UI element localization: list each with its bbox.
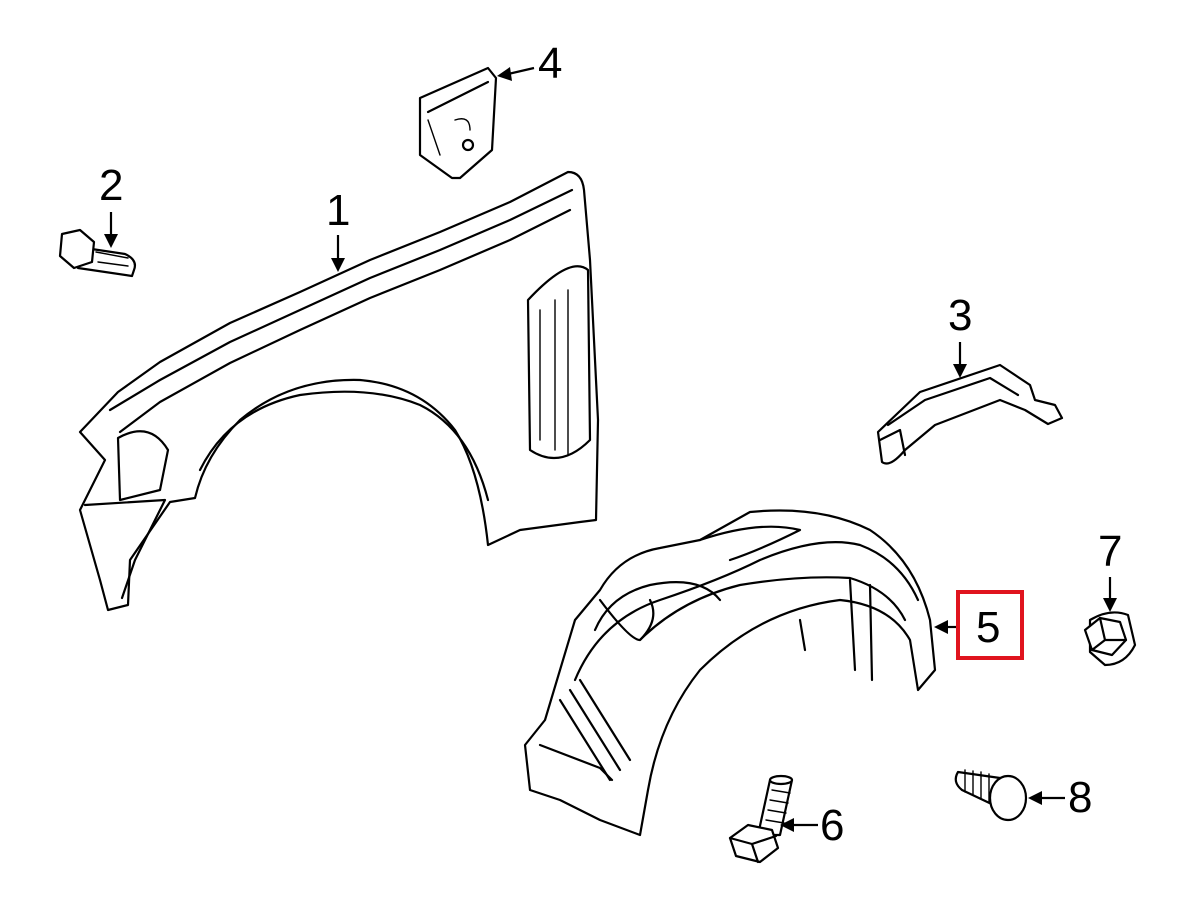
callout-2[interactable]: 2 [99, 161, 123, 210]
leader-1 [331, 235, 345, 272]
callout-5[interactable]: 5 [976, 603, 1000, 652]
part-bolt-2[interactable] [58, 228, 137, 278]
leader-8 [1028, 791, 1065, 805]
leader-2 [104, 212, 118, 248]
part-fender-liner-5[interactable] [523, 509, 937, 837]
leader-7 [1103, 577, 1117, 612]
leader-5 [934, 620, 958, 634]
part-screw-8[interactable] [954, 769, 1028, 822]
callout-8[interactable]: 8 [1068, 773, 1092, 822]
callout-1[interactable]: 1 [326, 186, 350, 235]
part-fender[interactable] [78, 170, 600, 612]
callout-7[interactable]: 7 [1098, 527, 1122, 576]
part-bracket-3[interactable] [876, 363, 1064, 465]
part-bolt-6[interactable] [728, 774, 794, 864]
callout-4[interactable]: 4 [538, 39, 562, 88]
callout-3[interactable]: 3 [948, 291, 972, 340]
callout-5-highlight [956, 590, 1024, 660]
part-bracket-4[interactable] [418, 66, 498, 180]
part-nut-7[interactable] [1083, 611, 1137, 667]
leader-4 [497, 66, 535, 81]
leader-6 [780, 818, 818, 832]
callout-6[interactable]: 6 [820, 801, 844, 850]
leader-3 [953, 342, 967, 378]
